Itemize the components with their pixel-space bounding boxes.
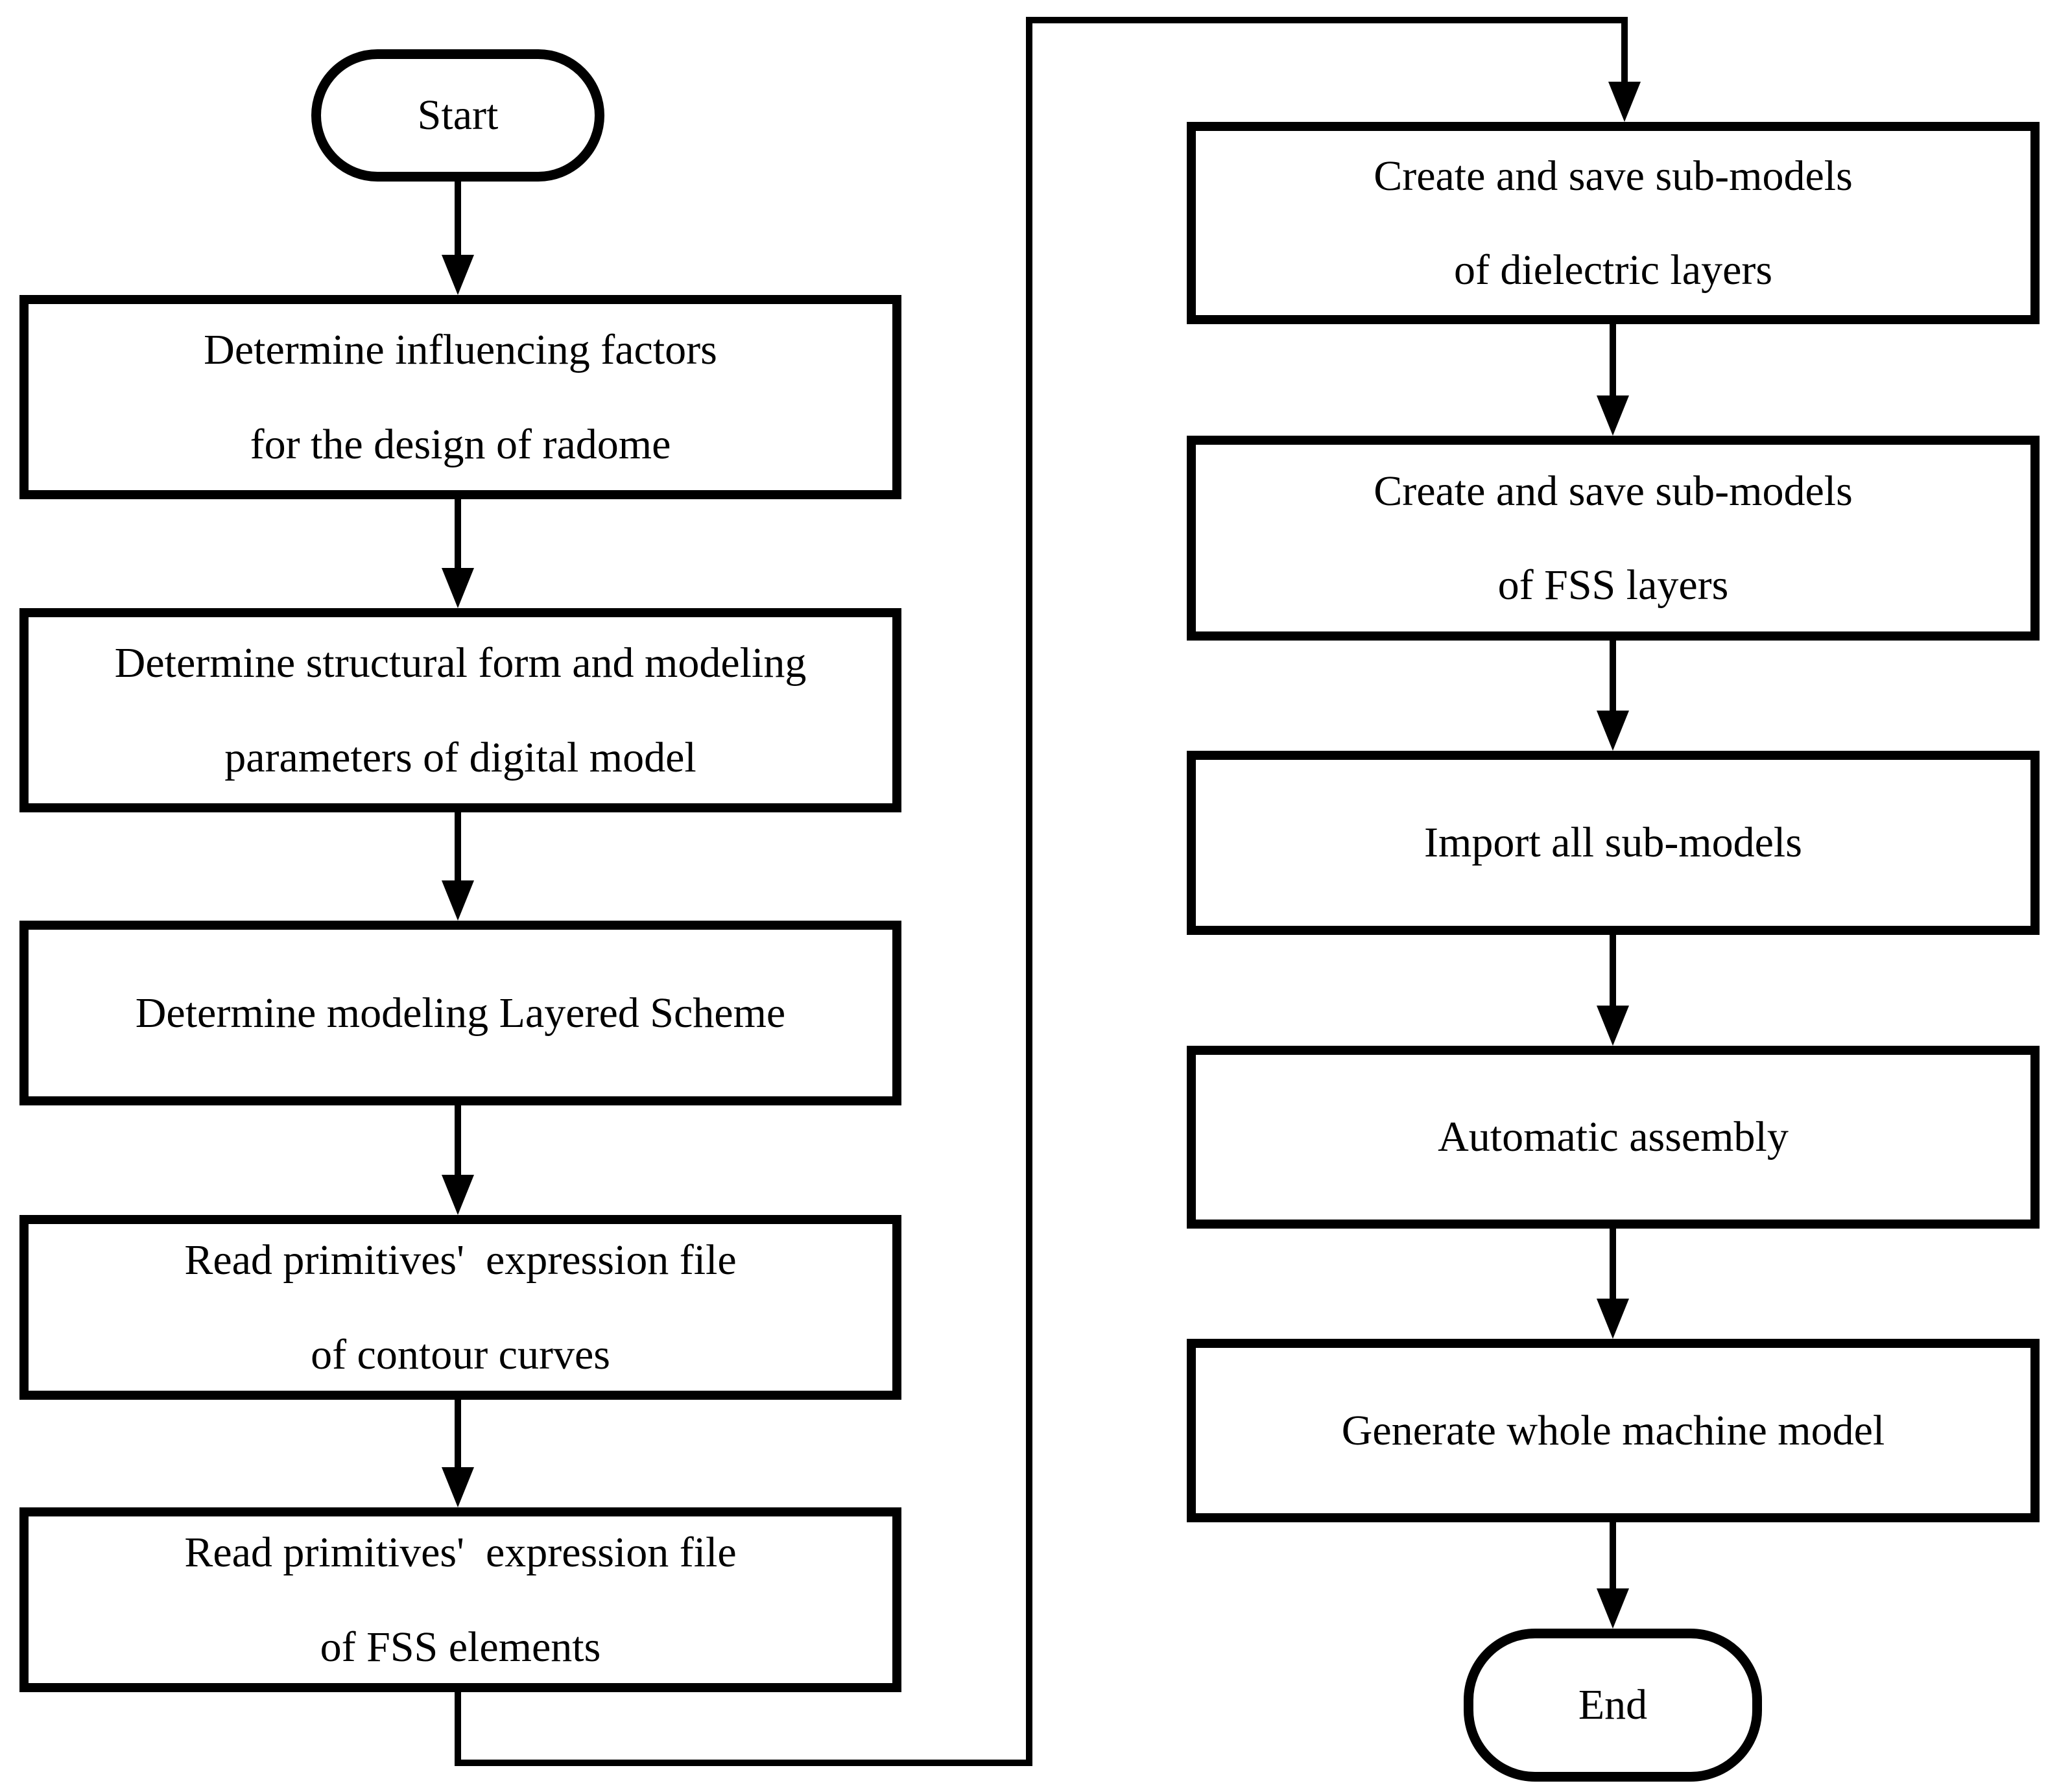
line-segment	[1610, 324, 1616, 395]
end-terminator: End	[1464, 1629, 1762, 1782]
box-label: Determine structural form and modeling p…	[114, 639, 807, 781]
box-fss-elements-file: Read primitives' expression file of FSS …	[19, 1507, 901, 1692]
box-import-submodels: Import all sub-models	[1187, 751, 2040, 935]
line-segment	[455, 1105, 461, 1175]
arrowhead-down-icon	[1597, 1588, 1629, 1629]
line-segment	[455, 1400, 461, 1467]
box-label: Generate whole machine model	[1341, 1406, 1885, 1454]
box-label: Read primitives' expression file of FSS …	[184, 1529, 737, 1671]
line-segment	[455, 812, 461, 880]
line-segment	[1610, 1522, 1616, 1588]
arrowhead-down-icon	[1597, 395, 1629, 436]
box-label: Import all sub-models	[1424, 819, 1802, 867]
box-label: Determine influencing factors for the de…	[204, 326, 717, 468]
line-segment	[455, 1692, 461, 1766]
box-influencing-factors: Determine influencing factors for the de…	[19, 295, 901, 499]
box-layered-scheme: Determine modeling Layered Scheme	[19, 921, 901, 1105]
box-whole-machine-model: Generate whole machine model	[1187, 1339, 2040, 1522]
box-label: Determine modeling Layered Scheme	[135, 989, 786, 1037]
line-segment	[1621, 17, 1628, 82]
line-segment	[1610, 935, 1616, 1006]
line-segment	[455, 180, 461, 255]
line-segment	[455, 499, 461, 568]
arrowhead-down-icon	[1597, 711, 1629, 751]
line-segment	[1026, 17, 1628, 23]
box-label: Read primitives' expression file of cont…	[184, 1236, 737, 1378]
box-label: Create and save sub-models of FSS layers	[1374, 467, 1853, 609]
arrowhead-down-icon	[1597, 1299, 1629, 1339]
box-fss-submodels: Create and save sub-models of FSS layers	[1187, 436, 2040, 641]
box-contour-curves-file: Read primitives' expression file of cont…	[19, 1215, 901, 1400]
end-label: End	[1578, 1681, 1648, 1729]
line-segment	[1610, 1229, 1616, 1299]
box-structural-form: Determine structural form and modeling p…	[19, 608, 901, 812]
box-label: Create and save sub-models of dielectric…	[1374, 152, 1853, 294]
box-dielectric-submodels: Create and save sub-models of dielectric…	[1187, 122, 2040, 324]
box-label: Automatic assembly	[1438, 1113, 1789, 1161]
start-label: Start	[417, 91, 499, 139]
line-segment	[1026, 17, 1032, 1766]
line-segment	[1610, 641, 1616, 711]
box-automatic-assembly: Automatic assembly	[1187, 1046, 2040, 1229]
line-segment	[455, 1760, 1032, 1766]
start-terminator: Start	[311, 49, 604, 182]
arrowhead-down-icon	[1608, 82, 1641, 122]
arrowhead-down-icon	[442, 1175, 474, 1215]
arrowhead-down-icon	[442, 255, 474, 295]
arrowhead-down-icon	[1597, 1006, 1629, 1046]
arrowhead-down-icon	[442, 880, 474, 921]
arrowhead-down-icon	[442, 1467, 474, 1507]
arrowhead-down-icon	[442, 568, 474, 608]
